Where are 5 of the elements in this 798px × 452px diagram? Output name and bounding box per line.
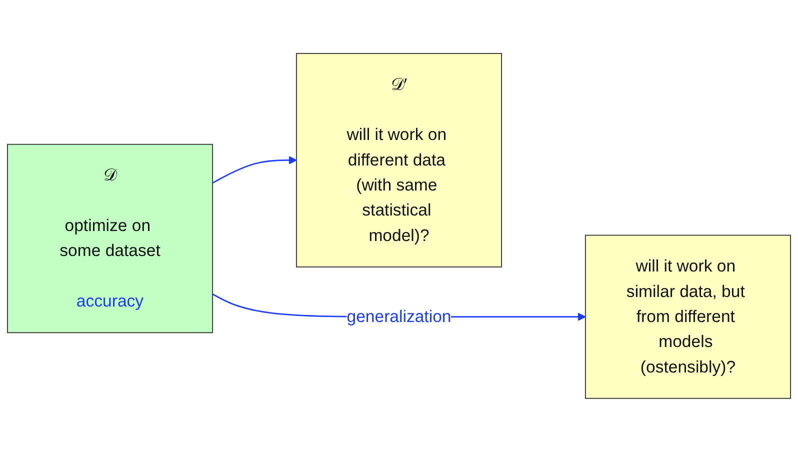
node-box: will it work on similar data, but from different models (ostensibly)? [584, 234, 791, 399]
node-box: 𝒟 optimize on some dataset accuracy [7, 144, 214, 334]
node-box: 𝒟′ will it work on different data (with same statistical model)? [296, 53, 502, 268]
arrow [212, 156, 297, 184]
edge-label: generalization [346, 307, 452, 326]
